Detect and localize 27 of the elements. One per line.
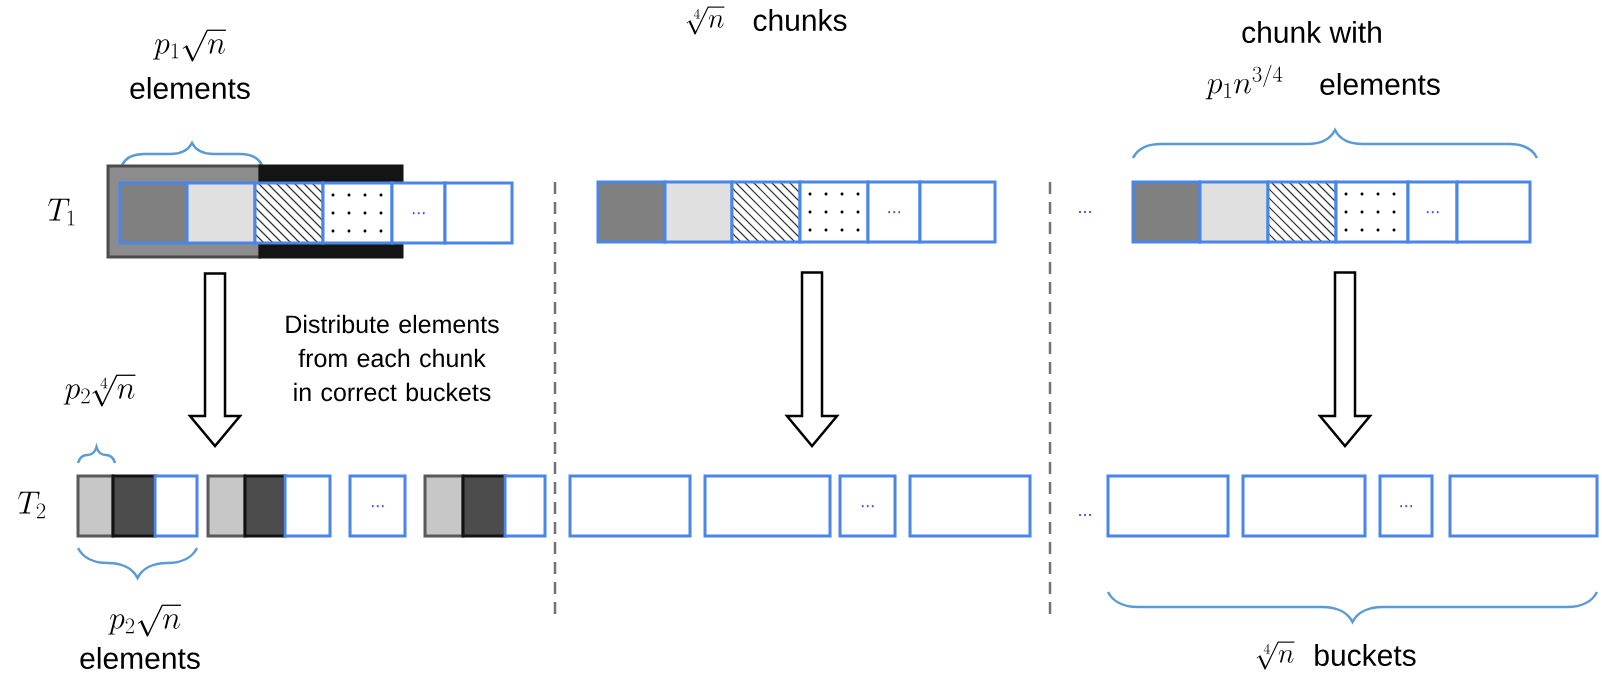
array-name: $T_2$ xyxy=(18,491,46,519)
ellipsis: ... xyxy=(1079,211,1091,213)
array: ... xyxy=(568,474,1032,538)
node-label: ... xyxy=(1400,505,1413,508)
ellipsis: ... xyxy=(1079,514,1091,516)
node-label: ... xyxy=(1426,211,1439,214)
math-label: $\sqrt[4]{n}$ xyxy=(1256,641,1295,670)
block-arrow xyxy=(1317,271,1373,448)
block-arrow xyxy=(187,272,243,448)
array: ... xyxy=(1131,180,1532,244)
math-label: $p_2\sqrt[4]{n}$ xyxy=(63,374,136,407)
array: ... xyxy=(106,164,514,259)
node-label: ... xyxy=(888,211,901,214)
edge-label: Distribute elements from each chunk in correct buckets xyxy=(286,314,499,402)
math-label: $p_2\sqrt{n}$ xyxy=(108,604,181,637)
math-label: $\sqrt[4]{n}$ xyxy=(686,6,725,35)
node-label: ... xyxy=(861,505,874,508)
block-arrow xyxy=(784,271,840,448)
math-label: $p_1n^{3/4}$ xyxy=(1205,64,1283,100)
node-label: ... xyxy=(412,212,425,215)
text-label: chunks xyxy=(753,9,847,31)
array: ... xyxy=(1106,474,1599,538)
math-label: $p_1\sqrt{n}$ xyxy=(153,29,226,62)
array-name: $T_1$ xyxy=(48,198,75,226)
text-label: chunk with xyxy=(1242,21,1381,43)
array: ... xyxy=(596,180,997,244)
array: ... xyxy=(76,474,547,538)
